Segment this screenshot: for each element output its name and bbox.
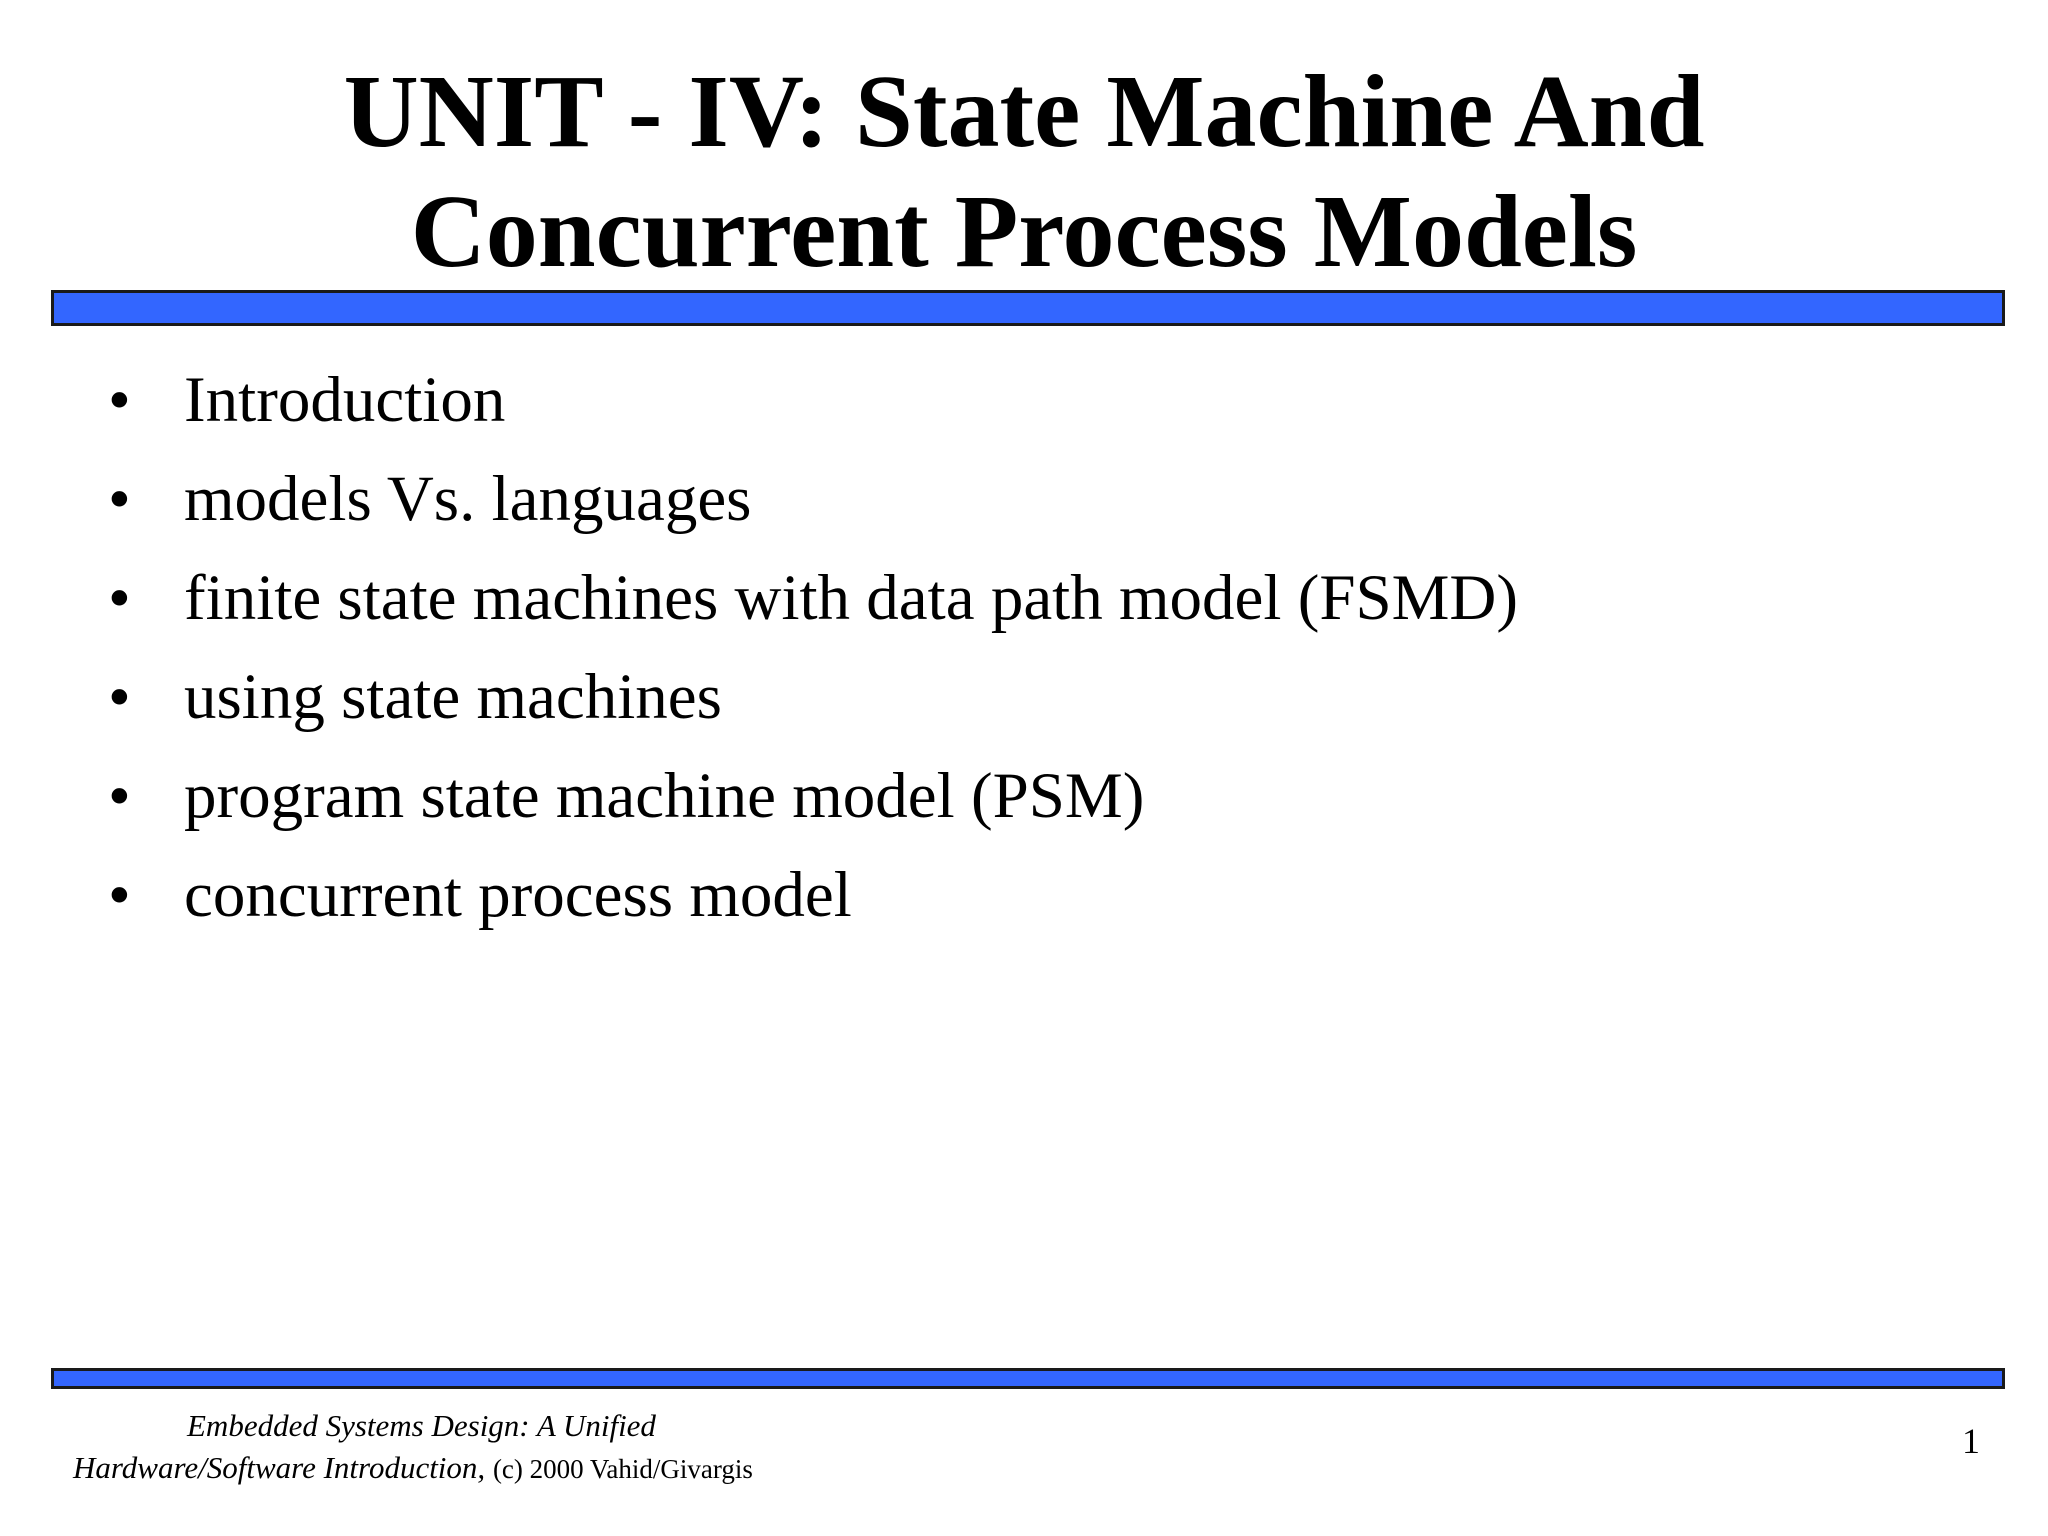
bullet-item: • models Vs. languages xyxy=(0,459,2048,558)
bullet-text: concurrent process model xyxy=(184,859,852,931)
footer-copyright: (c) 2000 Vahid/Givargis xyxy=(492,1454,753,1484)
bullet-marker: • xyxy=(108,859,131,931)
bullet-marker: • xyxy=(108,463,131,535)
bullet-marker: • xyxy=(108,760,131,832)
slide-title: UNIT - IV: State Machine And Concurrent … xyxy=(0,52,2048,292)
page-number: 1 xyxy=(1962,1421,1980,1461)
bullet-item: • Introduction xyxy=(0,360,2048,459)
bullet-item: • finite state machines with data path m… xyxy=(0,558,2048,657)
footer-citation-line-1: Embedded Systems Design: A Unified xyxy=(187,1408,656,1443)
bullet-marker: • xyxy=(108,562,131,634)
bullet-marker: • xyxy=(108,661,131,733)
slide-title-line-1: UNIT - IV: State Machine And xyxy=(343,54,1705,169)
bullet-item: • program state machine model (PSM) xyxy=(0,756,2048,855)
footer-book-title: Hardware/Software Introduction, xyxy=(73,1450,486,1485)
bullet-text: Introduction xyxy=(184,364,506,436)
title-divider-bar xyxy=(51,290,2005,326)
bullet-list: • Introduction • models Vs. languages • … xyxy=(0,360,2048,954)
bullet-text: finite state machines with data path mod… xyxy=(184,562,1519,634)
bullet-item: • concurrent process model xyxy=(0,855,2048,954)
bullet-text: models Vs. languages xyxy=(184,463,752,535)
footer-divider-bar xyxy=(51,1368,2005,1389)
bullet-marker: • xyxy=(108,364,131,436)
bullet-item: • using state machines xyxy=(0,657,2048,756)
footer-citation-line-2: Hardware/Software Introduction, (c) 2000… xyxy=(73,1447,753,1490)
bullet-text: program state machine model (PSM) xyxy=(184,760,1145,832)
bullet-text: using state machines xyxy=(184,661,722,733)
slide-title-line-2: Concurrent Process Models xyxy=(410,174,1638,289)
